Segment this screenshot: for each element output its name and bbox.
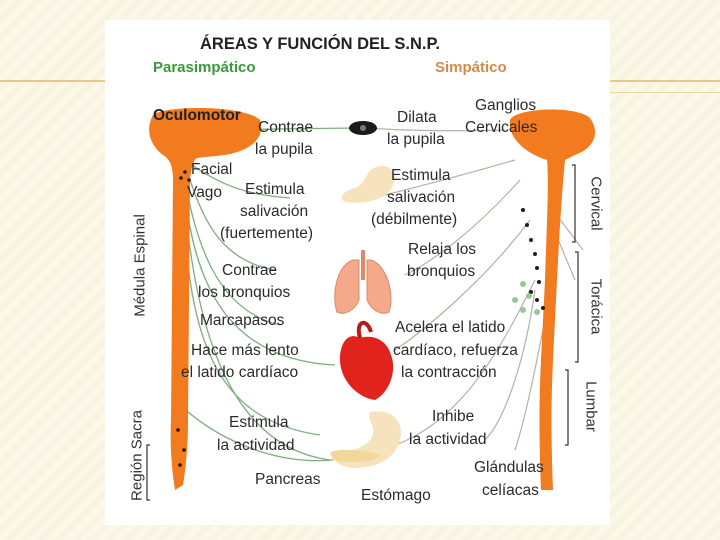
label-estimula-saliv-p3: (fuertemente) — [220, 225, 314, 242]
eye-icon — [349, 121, 377, 135]
label-oculomotor: Oculomotor — [153, 107, 241, 124]
label-relaja-1: Relaja los — [408, 241, 477, 258]
nervous-system-diagram — [146, 108, 595, 501]
label-facial: Facial — [191, 161, 233, 178]
label-ganglios-1: Ganglios — [475, 97, 537, 114]
diagram-panel: ÁREAS Y FUNCIÓN DEL S.N.P. Parasimpático… — [105, 20, 610, 525]
label-hace-2: el latido cardíaco — [181, 364, 299, 381]
salivary-gland-icon — [341, 165, 395, 203]
label-ganglios-2: Cervicales — [465, 119, 538, 136]
label-lumbar: Lumbar — [582, 381, 600, 432]
label-toracica: Torácica — [587, 278, 605, 335]
legend-sympathetic: Simpático — [435, 59, 507, 76]
label-region-sacra: Región Sacra — [128, 410, 146, 501]
label-vago: Vago — [187, 184, 223, 201]
sympathetic-ganglia — [521, 208, 545, 310]
legend-parasympathetic: Parasimpático — [153, 59, 256, 76]
label-acelera-3: la contracción — [401, 364, 497, 381]
sympathetic-nerve — [509, 109, 595, 490]
label-glandulas-1: Glándulas — [474, 459, 544, 476]
label-contrae-bronq-1: Contrae — [222, 262, 278, 279]
label-estimula-saliv-s3: (débilmente) — [371, 211, 458, 228]
label-inhibe-2: la actividad — [409, 431, 487, 448]
label-relaja-2: bronquios — [407, 263, 476, 280]
label-dilata-1: Dilata — [397, 109, 437, 126]
label-hace-1: Hace más lento — [191, 342, 299, 359]
label-estimula-act-2: la actividad — [217, 437, 295, 454]
pancreas-icon — [330, 449, 380, 463]
label-contrae-bronq-2: los bronquios — [198, 284, 291, 301]
sympathetic-connectors — [366, 127, 584, 451]
sympathetic-chain-nodes — [512, 281, 540, 315]
label-estimula-saliv-p1: Estimula — [245, 181, 305, 198]
label-contrae-pupila-1: Contrae — [258, 119, 314, 136]
label-estimula-act-1: Estimula — [229, 414, 289, 431]
label-estomago: Estómago — [361, 487, 431, 504]
parasympathetic-nerve — [149, 108, 262, 491]
parasympathetic-ganglia — [176, 170, 191, 467]
label-medula-espinal: Médula Espinal — [131, 214, 149, 317]
heart-icon — [339, 321, 394, 400]
label-inhibe-1: Inhibe — [432, 408, 475, 425]
label-glandulas-2: celíacas — [482, 482, 539, 499]
label-acelera-2: cardíaco, refuerza — [393, 342, 518, 359]
spinal-region-brackets — [146, 164, 579, 501]
label-dilata-2: la pupila — [387, 131, 445, 148]
label-acelera-1: Acelera el latido — [395, 319, 506, 336]
label-cervical: Cervical — [587, 176, 605, 231]
label-pancreas: Pancreas — [255, 471, 321, 488]
lungs-icon — [334, 250, 392, 314]
diagram-title: ÁREAS Y FUNCIÓN DEL S.N.P. — [200, 35, 440, 53]
slide-divider-line-right — [610, 92, 720, 93]
label-contrae-pupila-2: la pupila — [255, 141, 313, 158]
label-estimula-saliv-p2: salivación — [240, 203, 309, 220]
label-estimula-saliv-s2: salivación — [387, 189, 456, 206]
label-estimula-saliv-s1: Estimula — [391, 167, 451, 184]
label-marcapasos: Marcapasos — [200, 312, 285, 329]
